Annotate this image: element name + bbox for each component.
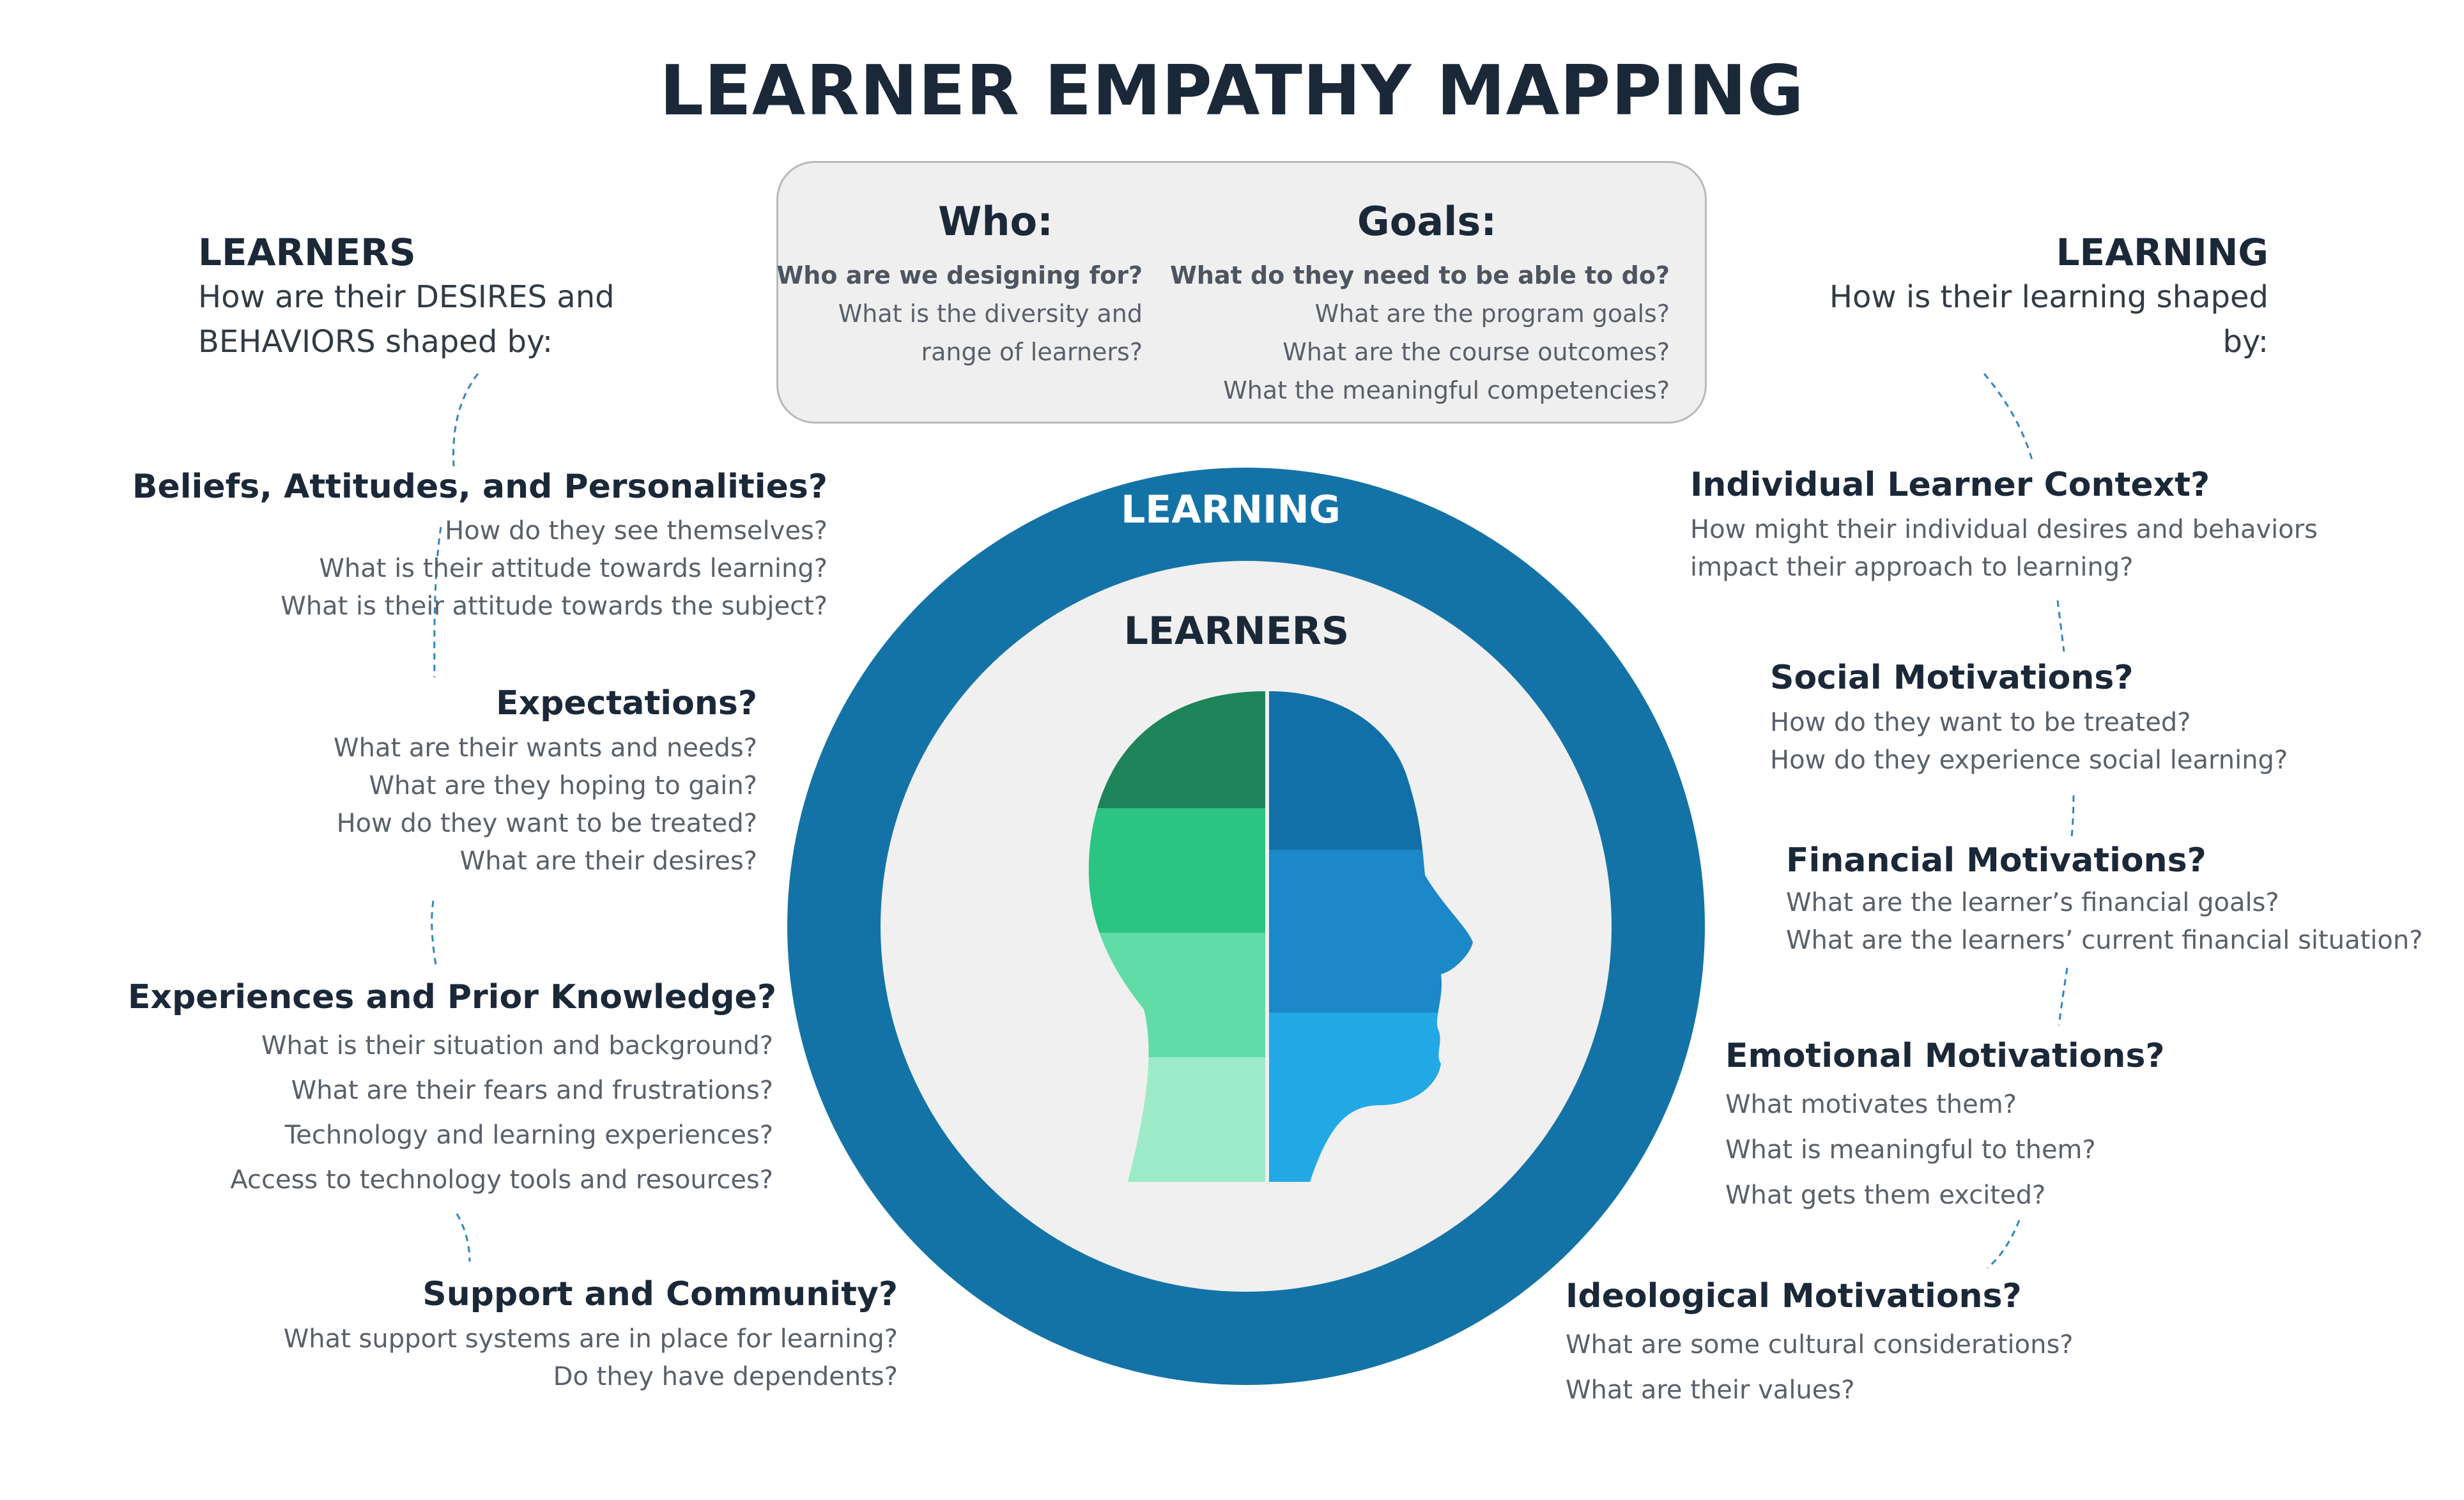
connector-line [2070, 795, 2075, 838]
left-group-beliefs: Beliefs, Attitudes, and Personalities? H… [128, 461, 828, 625]
who-goals-panel: Who: Who are we designing for? What is t… [776, 161, 1707, 424]
group-question: What gets them excited? [1725, 1181, 2046, 1210]
group-heading: Support and Community? [422, 1275, 898, 1313]
group-question: What are the learners’ current financial… [1786, 926, 2423, 955]
group-question: What motivates them? [1725, 1090, 2017, 1119]
group-question: What are their desires? [459, 846, 757, 876]
learners-section-line: How are their DESIRES and [198, 279, 615, 315]
group-question: What are their values? [1566, 1375, 1855, 1405]
group-question: How do they experience social learning? [1770, 746, 2288, 775]
who-line: range of learners? [921, 338, 1143, 366]
connector-line [2058, 967, 2068, 1026]
group-question: What is their situation and background? [261, 1031, 773, 1060]
head-segment [1088, 808, 1272, 933]
connector-line [1983, 373, 2033, 461]
right-group-financial: Financial Motivations? What are the lear… [1786, 837, 2457, 960]
group-question: What support systems are in place for le… [283, 1324, 898, 1354]
left-group-expectations: Expectations? What are their wants and n… [128, 677, 757, 880]
goals-title: Goals: [1357, 198, 1497, 245]
group-question: Access to technology tools and resources… [230, 1165, 773, 1195]
group-question: What are their wants and needs? [334, 733, 757, 763]
group-heading: Emotional Motivations? [1725, 1037, 2165, 1075]
group-question: How do they see themselves? [445, 516, 828, 546]
right-group-social: Social Motivations? How do they want to … [1770, 652, 2409, 779]
right-group-emotional: Emotional Motivations? What motivates th… [1725, 1030, 2364, 1218]
learners-section-heading: LEARNERS [198, 231, 416, 274]
group-question: How do they want to be treated? [336, 809, 757, 838]
goals-column: Goals: What do they need to be able to d… [1159, 198, 1670, 409]
group-heading: Ideological Motivations? [1566, 1277, 2022, 1315]
connector-line [1987, 1220, 2021, 1269]
inner-circle-label: LEARNERS [1124, 609, 1349, 654]
connector-line [433, 526, 442, 678]
group-heading: Financial Motivations? [1786, 841, 2206, 880]
group-heading: Beliefs, Attitudes, and Personalities? [132, 468, 828, 506]
left-group-experiences: Experiences and Prior Knowledge? What is… [128, 971, 776, 1202]
group-question: What are their fears and frustrations? [291, 1076, 773, 1105]
who-column: Who: Who are we designing for? What is t… [759, 198, 1143, 371]
group-question: What is their attitude towards learning? [319, 554, 828, 583]
group-question: How might their individual desires and b… [1690, 515, 2318, 544]
who-line: What is the diversity and [838, 300, 1143, 328]
right-group-individual-context: Individual Learner Context? How might th… [1690, 459, 2393, 586]
left-group-support: Support and Community? What support syst… [128, 1268, 898, 1396]
group-heading: Individual Learner Context? [1690, 466, 2210, 504]
group-heading: Expectations? [496, 684, 757, 723]
learning-section-intro: LEARNING How is their learning shaped by… [1783, 230, 2268, 364]
group-question: What are the learner’s financial goals? [1786, 888, 2279, 917]
group-question: How do they want to be treated? [1770, 708, 2191, 737]
connector-line [431, 900, 437, 965]
who-subtitle: Who are we designing for? [776, 261, 1143, 289]
group-question: What is meaningful to them? [1725, 1135, 2096, 1165]
page-title: LEARNER EMPATHY MAPPING [659, 51, 1805, 131]
connector-line [456, 1213, 471, 1262]
group-question: What are some cultural considerations? [1566, 1330, 2074, 1359]
learning-circle-diagram: LEARNING LEARNERS [787, 468, 1705, 1385]
group-question: Do they have dependents? [553, 1362, 898, 1391]
connector-line [452, 373, 479, 467]
outer-ring-label: LEARNING [1121, 487, 1341, 532]
learning-section-line: How is their learning shaped by: [1829, 279, 2268, 360]
group-question: What are they hoping to gain? [369, 771, 758, 800]
group-question: What is their attitude towards the subje… [281, 592, 828, 621]
goals-subtitle: What do they need to be able to do? [1170, 261, 1670, 289]
goals-line: What the meaningful competencies? [1223, 376, 1670, 404]
goals-line: What are the course outcomes? [1282, 338, 1670, 366]
group-question: impact their approach to learning? [1690, 553, 2134, 582]
group-question: Technology and learning experiences? [284, 1121, 773, 1150]
goals-line: What are the program goals? [1314, 300, 1670, 328]
group-heading: Social Motivations? [1770, 659, 2134, 697]
learners-section-line: BEHAVIORS shaped by: [198, 324, 553, 360]
learning-section-heading: LEARNING [2056, 231, 2268, 274]
right-group-ideological: Ideological Motivations? What are some c… [1566, 1270, 2205, 1413]
connector-line [2056, 600, 2065, 652]
who-title: Who: [938, 198, 1053, 245]
learners-section-intro: LEARNERS How are their DESIRES and BEHAV… [198, 230, 709, 364]
group-heading: Experiences and Prior Knowledge? [128, 978, 776, 1016]
